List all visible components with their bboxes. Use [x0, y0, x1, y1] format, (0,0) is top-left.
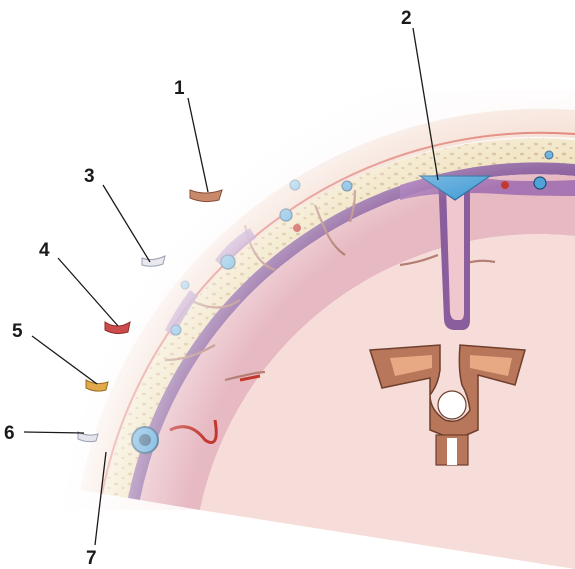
label-5: 5 [12, 321, 23, 342]
label-3: 3 [84, 166, 95, 187]
label-4: 4 [39, 240, 50, 261]
label-7: 7 [86, 548, 97, 569]
label-6: 6 [4, 423, 15, 444]
label-2: 2 [401, 8, 412, 29]
label-1: 1 [174, 78, 185, 99]
